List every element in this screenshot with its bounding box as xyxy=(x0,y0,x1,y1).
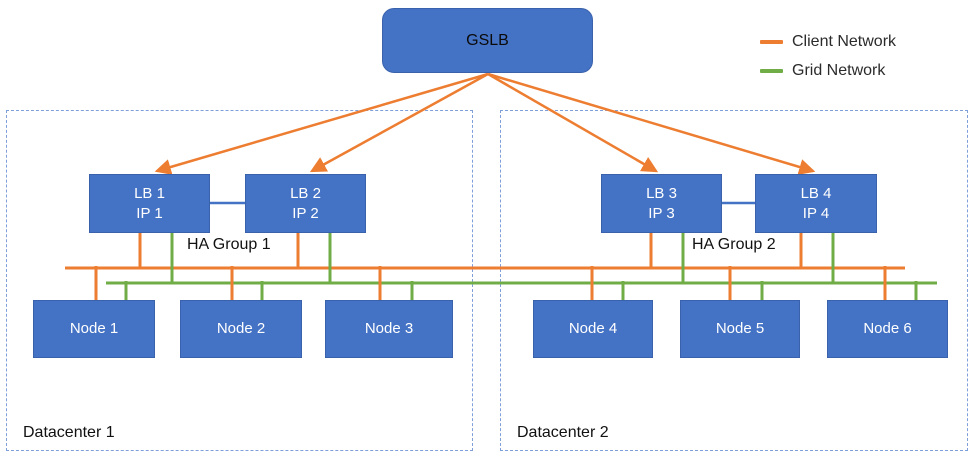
node6-label: Node 6 xyxy=(863,320,912,337)
lb3-box: LB 3 IP 3 xyxy=(601,174,722,233)
client-network-legend-label: Client Network xyxy=(792,33,897,50)
node2-label: Node 2 xyxy=(216,320,266,337)
gslb-to-lb4-arrow xyxy=(487,72,816,175)
lb3-ip: IP 3 xyxy=(648,204,675,222)
legend-item-grid-network: Grid Network xyxy=(760,62,896,80)
gslb-to-lb3-arrow xyxy=(487,72,659,173)
client-network-line-swatch xyxy=(760,40,783,44)
lb1-box: LB 1 IP 1 xyxy=(89,174,210,233)
lb2-name: LB 2 xyxy=(290,184,321,202)
grid-network-legend-label: Grid Network xyxy=(792,62,886,79)
node5-box: Node 5 xyxy=(680,300,800,358)
lb4-box: LB 4 IP 4 xyxy=(755,174,877,233)
node2-box: Node 2 xyxy=(180,300,302,358)
node6-box: Node 6 xyxy=(827,300,948,358)
lb3-name: LB 3 xyxy=(646,184,677,202)
lb1-ip: IP 1 xyxy=(136,204,163,222)
ha-group-1-label: HA Group 1 xyxy=(187,236,271,253)
grid-network-line-swatch xyxy=(760,69,783,73)
gslb-box: GSLB xyxy=(382,8,593,73)
datacenter-2-boundary: Datacenter 2 xyxy=(500,110,968,451)
node4-box: Node 4 xyxy=(533,300,653,358)
lb1-name: LB 1 xyxy=(134,184,165,202)
lb2-ip: IP 2 xyxy=(292,204,319,222)
lb4-name: LB 4 xyxy=(800,184,832,202)
node5-label: Node 5 xyxy=(715,320,765,337)
gslb-label: GSLB xyxy=(466,31,509,49)
gslb-to-lb1-arrow xyxy=(154,72,489,175)
legend-item-client-network: Client Network xyxy=(760,33,896,51)
datacenter-2-label: Datacenter 2 xyxy=(517,424,609,441)
node1-label: Node 1 xyxy=(69,320,119,337)
datacenter-1-boundary: Datacenter 1 xyxy=(6,110,473,451)
ha-group-2-label: HA Group 2 xyxy=(692,236,776,253)
node3-label: Node 3 xyxy=(364,320,414,337)
gslb-to-lb2-arrow xyxy=(309,72,489,173)
node1-box: Node 1 xyxy=(33,300,155,358)
lb4-ip: IP 4 xyxy=(802,204,830,222)
node4-label: Node 4 xyxy=(568,320,618,337)
datacenter-1-label: Datacenter 1 xyxy=(23,424,115,441)
legend: Client Network Grid Network xyxy=(760,33,896,80)
lb2-box: LB 2 IP 2 xyxy=(245,174,366,233)
node3-box: Node 3 xyxy=(325,300,453,358)
